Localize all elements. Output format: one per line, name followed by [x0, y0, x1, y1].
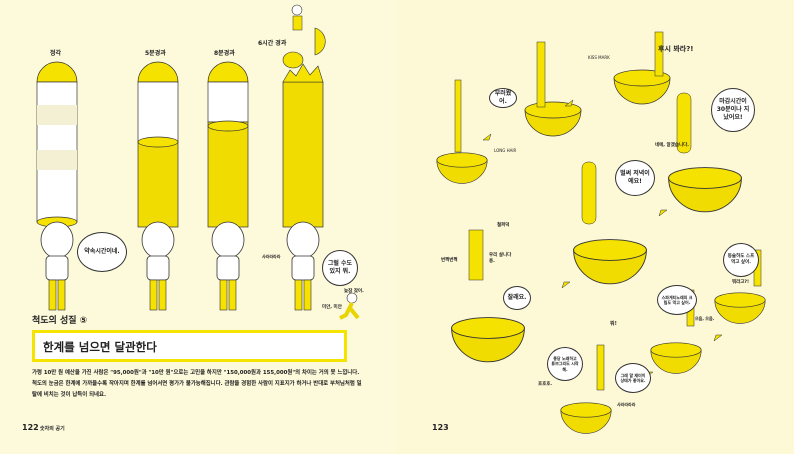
- running-head: 숫자의 공기: [40, 426, 65, 432]
- sfx-text: 늦잠 잤어.: [344, 289, 364, 294]
- bowl-illustrations: [436, 31, 766, 434]
- left-page: 정각 5분경과 8분경과 6시간 경과 약속시간이네. 그럴 수도 있지 뭐. …: [22, 4, 364, 432]
- stage-label: 8분경과: [214, 50, 235, 57]
- speech-text: 으음, 으음.: [695, 316, 715, 321]
- speech-bubble: 그래 알 재미이 상태가 좋아요.: [615, 363, 651, 393]
- bowl-scene: [524, 41, 582, 137]
- speech-bubble: 퐁당 노래하고 튜브그리도 시작해.: [547, 347, 583, 381]
- section-heading: 척도의 성질 ⑤: [32, 316, 88, 326]
- bowl-scene: [560, 344, 612, 434]
- speech-bubble: 그럴 수도 있지 뭐.: [322, 250, 358, 286]
- stage-label: 정각: [50, 50, 62, 57]
- speech-bubble: 동술하도 스프 먹고 싶어.: [723, 243, 759, 277]
- sfx-text: 번쩍번쩍: [441, 258, 458, 263]
- speech-text: 네에, 알겠습니다.: [655, 143, 689, 148]
- bowl-scene: [436, 79, 488, 184]
- annotation: LONG HAIR: [494, 148, 517, 153]
- speech-bubble: 마감시간이 30분이나 지났어요!: [711, 88, 755, 132]
- bowl-scene: [451, 229, 525, 363]
- page-number: 123: [432, 423, 449, 432]
- speech-bubble: 벌써 저녁이에요!: [615, 160, 655, 196]
- speech-bubble: 부러웠어.: [489, 88, 517, 108]
- sfx-text: 미안, 미안: [322, 305, 342, 310]
- speech-text: 우리 살니다용.: [489, 253, 512, 264]
- bowl-scene: [573, 161, 647, 285]
- bowl-scene: [668, 92, 742, 213]
- sfx-text: 철퍼덕: [497, 223, 510, 228]
- page-title: 한계를 넘으면 달관한다: [32, 330, 347, 362]
- speech-text: 후시 봐라?!: [658, 45, 694, 53]
- speech-bubble: 잘래요.: [503, 286, 531, 310]
- tube-on-time: [36, 61, 78, 311]
- tube-8-minutes: [207, 61, 249, 311]
- page-number: 122: [22, 423, 39, 432]
- running-late-person: [339, 292, 360, 320]
- speech-text: 뭐라고?!: [732, 280, 750, 285]
- right-page: 후시 봐라?! 부러웠어. KISS MARK LONG HAIR 마감시간이 …: [397, 0, 794, 454]
- sfx-text: 사라라라라: [617, 402, 636, 407]
- speech-bubble: 약속시간이네.: [77, 232, 127, 272]
- stage-label: 5분경과: [145, 50, 166, 57]
- stage-label: 6시간 경과: [258, 40, 287, 47]
- tube-illustrations: [36, 4, 360, 320]
- tube-6-hours: [282, 4, 326, 311]
- tube-5-minutes: [137, 61, 179, 311]
- sfx-text: 사라라라라: [262, 254, 281, 259]
- speech-text: 호호호.: [538, 382, 553, 387]
- body-text: 가령 10만 원 예산을 가진 사람은 "95,000원"과 "10만 원"으로…: [32, 370, 362, 398]
- speech-bubble: 스파게티노래의 크림도 먹고 싶어.: [657, 285, 697, 315]
- annotation: KISS MARK: [588, 55, 610, 60]
- sfx-text: 뭐!: [610, 321, 617, 327]
- bowl-scene: [613, 31, 671, 105]
